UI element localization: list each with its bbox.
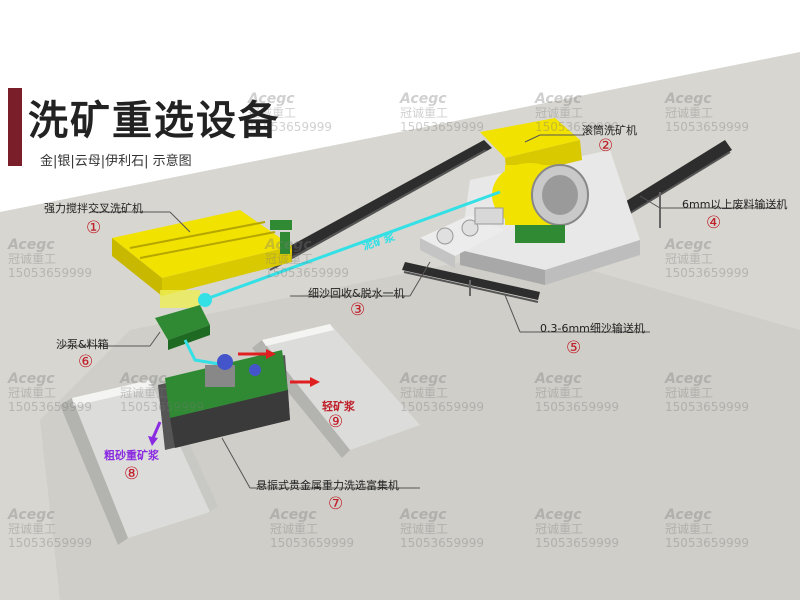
pump-box (155, 293, 212, 350)
equipment-1-label: 强力搅拌交叉洗矿机 (44, 202, 143, 215)
equipment-8-label: 粗砂重矿浆 (104, 449, 159, 462)
page-subtitle: 金|银|云母|伊利石| 示意图 (40, 154, 192, 169)
equipment-2-number: ② (598, 136, 614, 156)
equipment-7-number: ⑦ (328, 494, 344, 514)
equipment-5-number: ⑤ (566, 338, 582, 358)
equipment-3-number: ③ (350, 300, 366, 320)
drum-washer (480, 118, 589, 243)
page-title: 洗矿重选设备 (28, 97, 280, 144)
equipment-4-label: 6mm以上废料输送机 (682, 198, 788, 211)
equipment-2-label: 滚筒洗矿机 (582, 124, 637, 137)
flow-arrows (148, 349, 320, 446)
equipment-9-number: ⑨ (328, 412, 344, 432)
sand-conveyor (402, 262, 540, 303)
equipment-4-number: ④ (706, 213, 722, 233)
equipment-8-number: ⑧ (124, 464, 140, 484)
equipment-6-number: ⑥ (78, 352, 94, 372)
equipment-5-label: 0.3-6mm细沙输送机 (540, 322, 645, 335)
equipment-6-label: 沙泵&料箱 (56, 338, 109, 351)
leader-lines (60, 134, 780, 489)
slurry-pipe (197, 190, 501, 304)
equipment-1-number: ① (86, 218, 102, 238)
equipment-9-label: 轻矿浆 (322, 400, 355, 413)
log-washer (112, 210, 292, 308)
sand-recovery-unit (420, 207, 505, 268)
equipment-3-label: 细沙回收&脱水一机 (308, 287, 405, 300)
title-accent-bar (8, 88, 22, 166)
feed-pipe (183, 339, 226, 367)
equipment-7-label: 悬振式贵金属重力洗选富集机 (256, 479, 399, 492)
concentrator (158, 350, 290, 450)
